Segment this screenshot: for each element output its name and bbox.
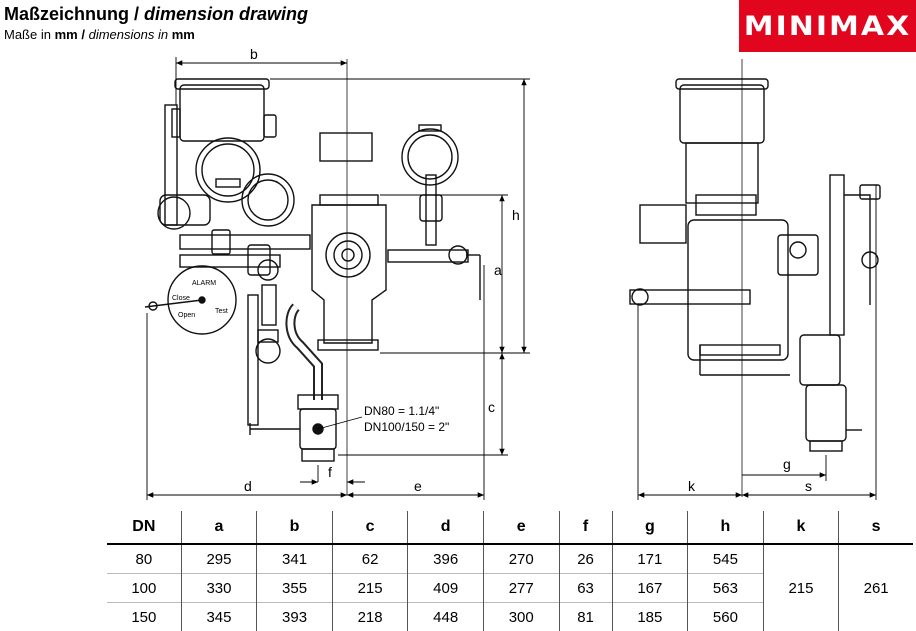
subtitle-unit-2: mm <box>172 27 195 42</box>
table-cell: 218 <box>332 603 408 631</box>
col-header: DN <box>107 511 181 544</box>
table-cell: 295 <box>181 544 257 574</box>
table-cell: 563 <box>688 574 764 603</box>
regulator <box>158 197 190 229</box>
table-header-row: DN a b c d e f g h k s <box>107 511 913 544</box>
table-cell: 80 <box>107 544 181 574</box>
pressure-gauge-mid <box>242 174 294 226</box>
table-cell: 396 <box>408 544 484 574</box>
label-c: c <box>488 399 495 415</box>
col-header: g <box>612 511 688 544</box>
title-german: Maßzeichnung / <box>4 4 139 24</box>
table-cell: 270 <box>483 544 559 574</box>
note-dn100-150: DN100/150 = 2" <box>364 420 449 434</box>
side-actuator <box>680 85 764 143</box>
dimension-lines <box>147 57 876 500</box>
table-cell-k: 215 <box>763 544 839 631</box>
table-cell: 185 <box>612 603 688 631</box>
dial-close-text: Close <box>172 295 190 302</box>
table-cell: 215 <box>332 574 408 603</box>
table-cell: 81 <box>559 603 612 631</box>
dial-alarm-text: ALARM <box>192 280 216 287</box>
note-dn80: DN80 = 1.1/4" <box>364 404 439 418</box>
table-cell: 545 <box>688 544 764 574</box>
label-s: s <box>805 478 812 494</box>
table-cell: 341 <box>257 544 333 574</box>
label-d: d <box>244 478 252 494</box>
side-view <box>630 59 880 497</box>
dimension-table: DN a b c d e f g h k s 80 295 341 62 396… <box>107 511 913 631</box>
table-row: 80 295 341 62 396 270 26 171 545 215 261 <box>107 544 913 574</box>
label-e: e <box>414 478 422 494</box>
col-header: s <box>839 511 913 544</box>
col-header: k <box>763 511 839 544</box>
subtitle-unit-1: mm <box>55 27 78 42</box>
pressure-gauge-large <box>196 138 260 202</box>
label-a: a <box>494 262 502 278</box>
table-cell: 345 <box>181 603 257 631</box>
pressure-gauge-right <box>402 129 458 185</box>
col-header: e <box>483 511 559 544</box>
dial-test-text: Test <box>215 308 228 315</box>
valve-top-flange <box>320 195 378 205</box>
col-header: b <box>257 511 333 544</box>
table-cell: 150 <box>107 603 181 631</box>
side-box <box>640 205 686 243</box>
page-title: Maßzeichnung / dimension drawing <box>4 4 308 25</box>
dial-open-text: Open <box>178 312 195 319</box>
table-cell: 355 <box>257 574 333 603</box>
label-f: f <box>328 464 332 480</box>
label-h: h <box>512 207 520 223</box>
actuator-housing <box>180 85 264 141</box>
table-cell: 393 <box>257 603 333 631</box>
dimension-drawing: ALARM Close Test Open <box>0 45 916 505</box>
table-cell: 330 <box>181 574 257 603</box>
table-cell: 560 <box>688 603 764 631</box>
title-english: dimension drawing <box>144 4 308 24</box>
table-cell: 409 <box>408 574 484 603</box>
table-cell: 167 <box>612 574 688 603</box>
table-cell: 277 <box>483 574 559 603</box>
table-cell: 62 <box>332 544 408 574</box>
label-g: g <box>783 456 791 472</box>
subtitle-english: dimensions in <box>89 27 169 42</box>
col-header: d <box>408 511 484 544</box>
col-header: a <box>181 511 257 544</box>
table-cell-s: 261 <box>839 544 913 631</box>
page-subtitle: Maße in mm / dimensions in mm <box>4 27 195 42</box>
table-cell: 100 <box>107 574 181 603</box>
label-k: k <box>688 478 696 494</box>
table-cell: 26 <box>559 544 612 574</box>
label-plate <box>320 133 372 161</box>
table-cell: 63 <box>559 574 612 603</box>
col-header: c <box>332 511 408 544</box>
logo-text: MINIMAX <box>744 10 912 42</box>
main-valve-body <box>312 205 386 343</box>
subtitle-sep: / <box>81 27 85 42</box>
valve-bottom-flange <box>318 340 378 350</box>
table-cell: 448 <box>408 603 484 631</box>
col-header: h <box>688 511 764 544</box>
label-b: b <box>250 46 258 62</box>
side-coupling <box>806 385 846 441</box>
subtitle-german: Maße in <box>4 27 51 42</box>
col-header: f <box>559 511 612 544</box>
table-cell: 171 <box>612 544 688 574</box>
table-cell: 300 <box>483 603 559 631</box>
